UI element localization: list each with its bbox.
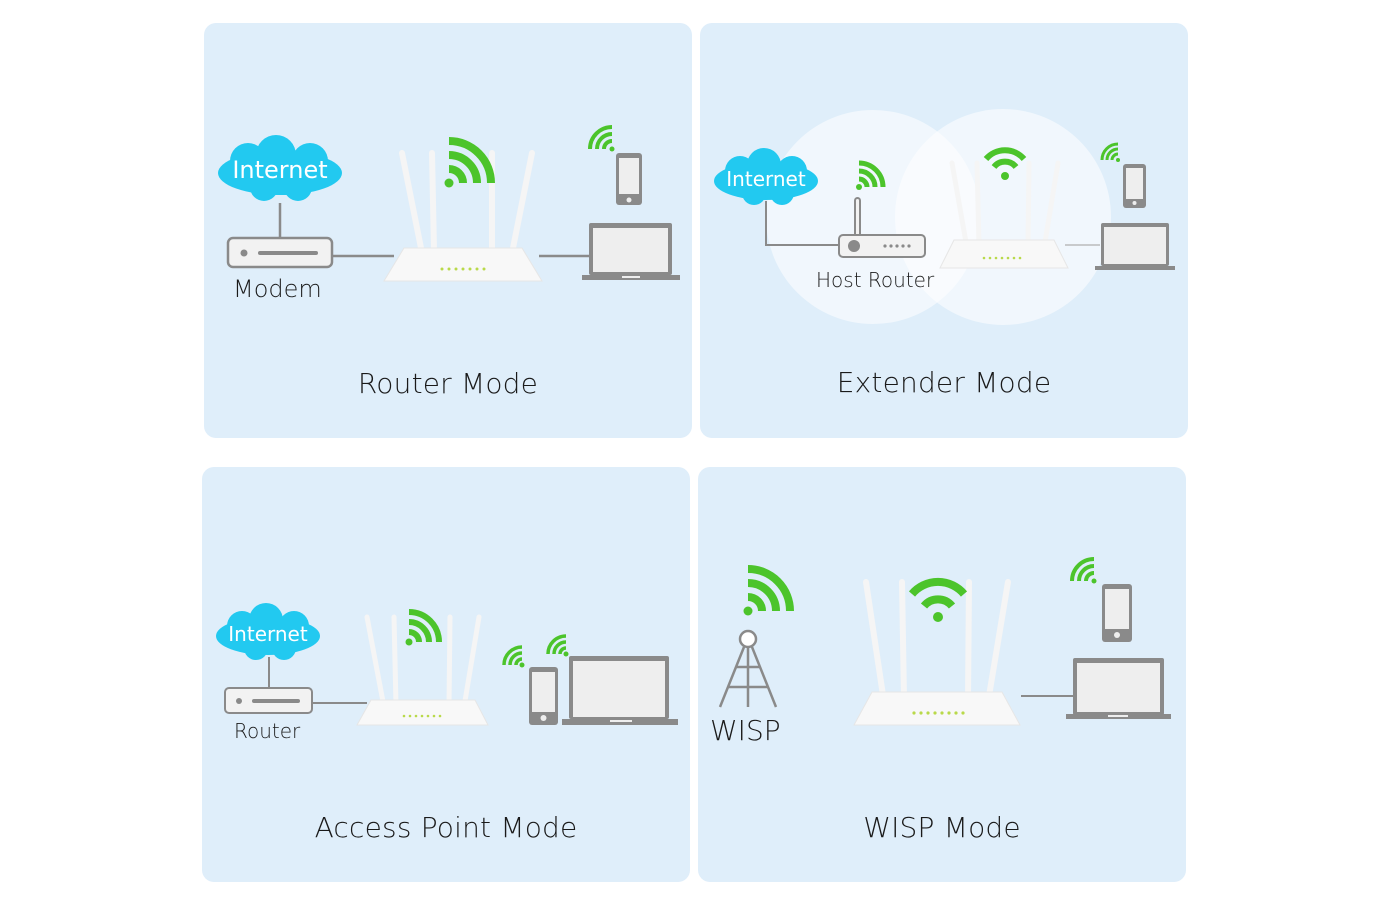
router-mode-panel: Internet Modem Router Mode [204,23,692,438]
extender-mode-diagram [714,109,1175,325]
smartphone-icon [1123,164,1146,208]
wifi-icon [444,137,495,188]
wifi-icon [1070,557,1097,584]
cable-line [765,201,840,246]
upstream-router-icon [224,687,313,714]
wifi-icon [1100,142,1120,162]
internet-cloud-icon [218,135,342,201]
access-point-mode-diagram [216,603,678,726]
internet-label: Internet [726,167,806,191]
wifi-icon [908,577,968,622]
router-mode-diagram [218,125,680,282]
access-point-mode-title: Access Point Mode [314,811,578,844]
router-icon [383,150,543,282]
wifi-icon [405,609,442,646]
wifi-icon [856,160,886,190]
laptop-icon [582,223,680,280]
laptop-icon [562,656,678,725]
wisp-tower-icon [718,629,778,708]
smartphone-icon [616,153,642,205]
wisp-mode-diagram [718,557,1171,726]
modem-label: Modem [233,275,322,303]
wisp-label: WISP [710,714,781,747]
internet-label: Internet [228,622,308,646]
host-router-label: Host Router [816,268,935,292]
extender-mode-panel: Internet Host Router Extender Mode [700,23,1188,438]
smartphone-icon [529,667,558,725]
router-icon [853,579,1021,726]
wifi-icon [588,125,615,152]
wisp-mode-title: WISP Mode [863,811,1021,844]
wifi-icon [502,645,525,668]
router-icon [356,614,489,726]
router-icon [939,160,1069,269]
wifi-icon [983,147,1027,180]
modem-icon [226,236,334,269]
wifi-icon [546,634,569,657]
laptop-icon [1066,658,1171,719]
router-label: Router [234,719,301,743]
wisp-mode-panel: WISP WISP Mode [698,467,1186,882]
laptop-icon [1095,223,1175,270]
wifi-icon [743,565,794,616]
host-router-icon [838,197,926,258]
internet-cloud-icon [216,603,320,660]
internet-cloud-icon [714,148,818,205]
access-point-mode-panel: Internet Router Access Point Mode [202,467,690,882]
internet-label: Internet [232,156,328,184]
extender-mode-title: Extender Mode [836,366,1052,399]
router-mode-title: Router Mode [357,367,539,400]
smartphone-icon [1102,584,1132,642]
coverage-circle [895,109,1111,325]
